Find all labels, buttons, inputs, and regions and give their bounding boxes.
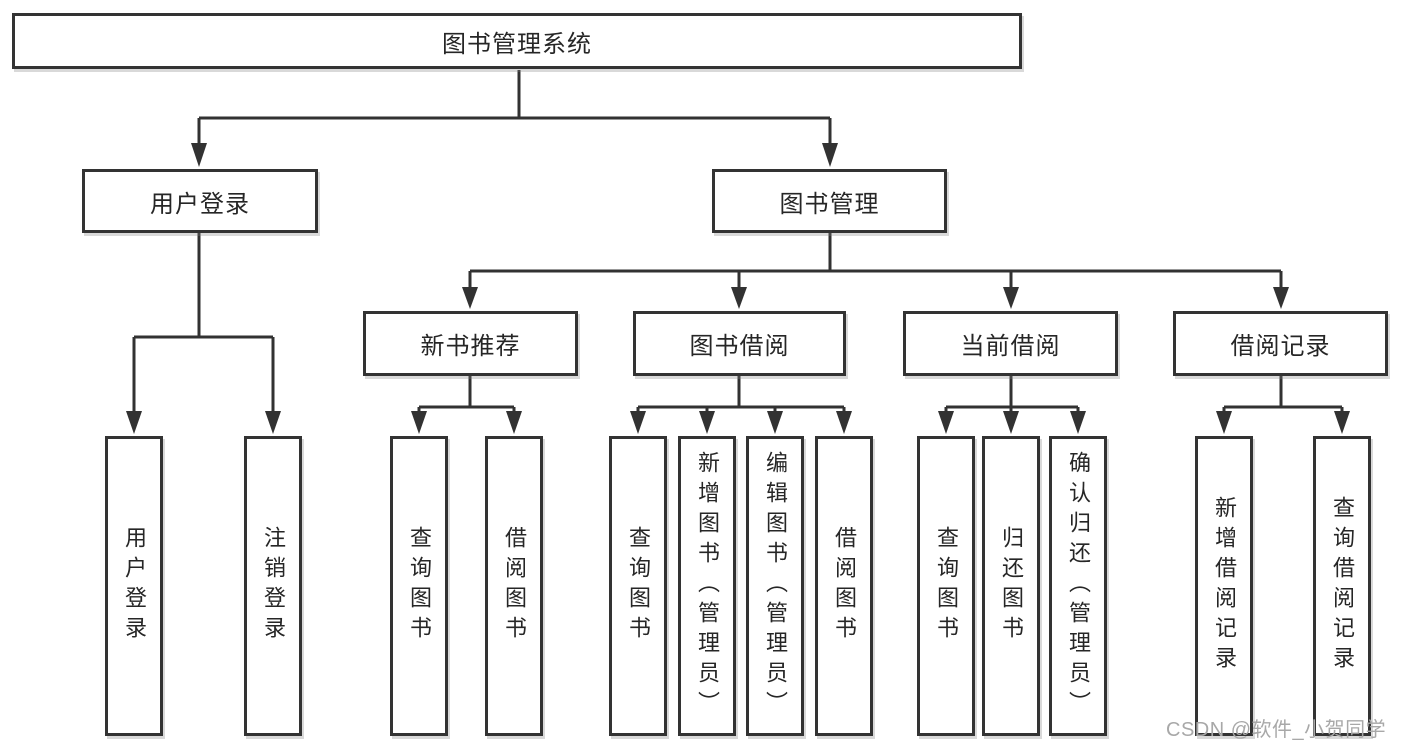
leaf-user-login: 用户登录	[105, 436, 163, 736]
arrow-down-icon	[1003, 287, 1019, 309]
arrow-down-icon	[836, 411, 852, 434]
leaf-query-borrow-record: 查询借阅记录	[1313, 436, 1371, 736]
node-user-login: 用户登录	[82, 169, 318, 233]
leaf-logout-login: 注销登录	[244, 436, 302, 736]
connector-book-management-children	[462, 233, 1289, 309]
node-book-management: 图书管理	[712, 169, 947, 233]
leaf-query-books-borrowing: 查询图书	[609, 436, 667, 736]
node-current-borrowing: 当前借阅	[903, 311, 1118, 376]
leaf-query-books-current: 查询图书	[917, 436, 975, 736]
arrow-down-icon	[1070, 411, 1086, 434]
leaf-return-books: 归还图书	[982, 436, 1040, 736]
leaf-borrow-books-borrowing: 借阅图书	[815, 436, 873, 736]
arrow-down-icon	[767, 411, 783, 434]
connector-root-to-level2	[191, 70, 838, 167]
arrow-down-icon	[411, 411, 427, 434]
arrow-down-icon	[1334, 411, 1350, 434]
leaf-edit-books-admin: 编辑图书（管理员）	[746, 436, 804, 736]
connector-book-borrowing-children	[630, 376, 852, 434]
leaf-add-books-admin: 新增图书（管理员）	[678, 436, 736, 736]
arrow-down-icon	[630, 411, 646, 434]
arrow-down-icon	[731, 287, 747, 309]
connector-current-borrowing-children	[938, 376, 1086, 434]
arrow-down-icon	[938, 411, 954, 434]
arrow-down-icon	[265, 411, 281, 434]
node-new-book-recommend: 新书推荐	[363, 311, 578, 376]
connector-borrowing-records-children	[1216, 376, 1350, 434]
node-root: 图书管理系统	[12, 13, 1022, 69]
arrow-down-icon	[822, 143, 838, 167]
leaf-add-borrow-record: 新增借阅记录	[1195, 436, 1253, 736]
arrow-down-icon	[126, 411, 142, 434]
leaf-borrow-books-recommend: 借阅图书	[485, 436, 543, 736]
leaf-confirm-return-admin: 确认归还（管理员）	[1049, 436, 1107, 736]
arrow-down-icon	[699, 411, 715, 434]
csdn-watermark: CSDN @软件_小贺同学	[1166, 719, 1387, 741]
arrow-down-icon	[191, 143, 207, 167]
node-book-borrowing: 图书借阅	[633, 311, 846, 376]
arrow-down-icon	[506, 411, 522, 434]
arrow-down-icon	[1273, 287, 1289, 309]
leaf-query-books-recommend: 查询图书	[390, 436, 448, 736]
connector-new-book-recommend-children	[411, 376, 522, 434]
arrow-down-icon	[462, 287, 478, 309]
arrow-down-icon	[1003, 411, 1019, 434]
connector-user-login-children	[126, 233, 281, 434]
node-borrowing-records: 借阅记录	[1173, 311, 1388, 376]
arrow-down-icon	[1216, 411, 1232, 434]
